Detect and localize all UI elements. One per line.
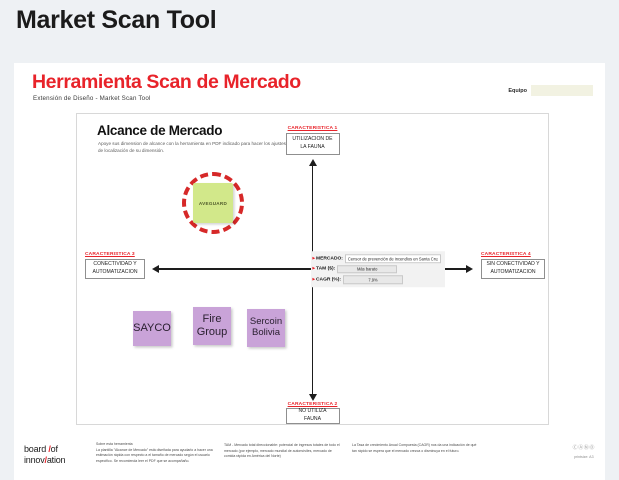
canvas-title: Alcance de Mercado xyxy=(97,123,223,138)
sticky-note[interactable]: Fire Group xyxy=(193,307,231,345)
dashed-circle-highlight xyxy=(182,172,244,234)
field-label-cagr: ▸ CAGR (%): xyxy=(312,276,342,283)
sticky-note[interactable]: Sercoin Bolivia xyxy=(247,309,285,347)
characteristic-2-label: CARACTERISTICA 2 xyxy=(287,401,338,407)
logo-word-board: board xyxy=(24,444,47,454)
footer: board /of innov/ation Sobre esta herrami… xyxy=(14,438,605,480)
team-input[interactable] xyxy=(531,85,593,96)
characteristic-1: CARACTERISTICA 1 UTILIZACION DE LA FAUNA xyxy=(285,126,340,155)
characteristic-1-label: CARACTERISTICA 1 xyxy=(287,126,338,131)
printsize-label: printsize: A3 xyxy=(574,454,594,459)
footer-col1-heading: Sobre esta herramienta xyxy=(96,442,133,446)
team-label: Equipo xyxy=(508,87,527,94)
highlighted-note-group: AVEGUARD xyxy=(182,172,244,234)
bullet-icon: ▸ xyxy=(312,265,316,272)
bullet-icon: ▸ xyxy=(312,276,316,282)
field-row-tam: ▸ TAM ($): xyxy=(312,264,441,274)
field-label-tam-text: TAM ($): xyxy=(316,266,336,272)
characteristic-3-box[interactable]: CONECTIVIDAD Y AUTOMATIZACION xyxy=(85,258,145,279)
field-input-cagr[interactable] xyxy=(343,275,404,284)
sticky-note-highlighted[interactable]: AVEGUARD xyxy=(193,183,233,223)
logo-word-of: of xyxy=(50,444,58,454)
footer-col2-body: TAM - Mercado total direccionable: poten… xyxy=(224,443,340,459)
arrow-right-icon xyxy=(466,265,473,273)
page-title: Market Scan Tool xyxy=(16,6,217,34)
footer-col3-body: La Tasa de crecimiento Anual Compuesta (… xyxy=(352,443,477,453)
footer-column-about: Sobre esta herramienta La plantilla "Alc… xyxy=(96,442,214,464)
field-label-mercado-text: MERCADO: xyxy=(316,256,343,261)
logo-word-innov: innov xyxy=(24,455,45,466)
footer-col1-body: La plantilla "Alcance de Mercado" está d… xyxy=(96,447,213,463)
market-fields-panel: ▸ MERCADO: ▸ TAM ($): ▸ CAGR (%): xyxy=(310,251,445,287)
footer-meta: ⒸⒶⓃⓄ printsize: A3 xyxy=(573,444,595,460)
logo-word-ation: ation xyxy=(46,455,66,466)
arrow-up-icon xyxy=(308,159,317,166)
logo-line-1: board /of xyxy=(24,444,86,455)
market-scope-canvas: Alcance de Mercado Apoye sus dimension d… xyxy=(76,113,549,425)
field-row-cagr: ▸ CAGR (%): xyxy=(313,275,441,284)
field-input-mercado[interactable] xyxy=(344,254,441,263)
slide-subtitle: Extensión de Diseño - Market Scan Tool xyxy=(33,95,151,102)
slide-canvas: Herramienta Scan de Mercado Extensión de… xyxy=(14,63,605,480)
footer-column-tam: TAM - Mercado total direccionable: poten… xyxy=(224,443,342,460)
characteristic-4-label: CARACTERISTICA 4 xyxy=(481,252,531,257)
characteristic-3: CARACTERISTICA 3 CONECTIVIDAD Y AUTOMATI… xyxy=(85,252,145,279)
logo-slash-icon: / xyxy=(48,444,51,454)
logo-slash-icon: / xyxy=(44,455,48,466)
bullet-icon: ▸ xyxy=(312,255,316,261)
team-block: Equipo xyxy=(508,85,593,96)
field-row-mercado: ▸ MERCADO: xyxy=(313,254,441,263)
characteristic-4: CARACTERISTICA 4 SIN CONECTIVIDAD Y AUTO… xyxy=(481,252,545,279)
creative-commons-icon: ⒸⒶⓃⓄ xyxy=(572,445,595,451)
arrow-down-icon xyxy=(308,394,317,401)
field-label-mercado: ▸ MERCADO: xyxy=(312,255,343,262)
footer-column-cagr: La Tasa de crecimiento Anual Compuesta (… xyxy=(352,443,482,454)
slide-title: Herramienta Scan de Mercado xyxy=(32,71,301,93)
characteristic-1-box[interactable]: UTILIZACION DE LA FAUNA xyxy=(285,132,340,155)
arrow-left-icon xyxy=(152,265,159,273)
field-input-tam[interactable] xyxy=(337,264,398,274)
sticky-note[interactable]: SAYCO xyxy=(133,311,171,346)
board-of-innovation-logo: board /of innov/ation xyxy=(24,444,86,467)
characteristic-2: CARACTERISTICA 2 NO UTILIZA FAUNA xyxy=(285,401,340,424)
canvas-subtitle: Apoye sus dimension de alcance con la he… xyxy=(98,141,286,154)
field-label-cagr-text: CAGR (%): xyxy=(316,277,342,282)
characteristic-4-box[interactable]: SIN CONECTIVIDAD Y AUTOMATIZACION xyxy=(481,258,545,279)
field-label-tam: ▸ TAM ($): xyxy=(312,265,336,272)
characteristic-2-box[interactable]: NO UTILIZA FAUNA xyxy=(285,408,340,424)
characteristic-3-label: CARACTERISTICA 3 xyxy=(85,252,135,257)
logo-line-2: innov/ation xyxy=(24,455,86,466)
